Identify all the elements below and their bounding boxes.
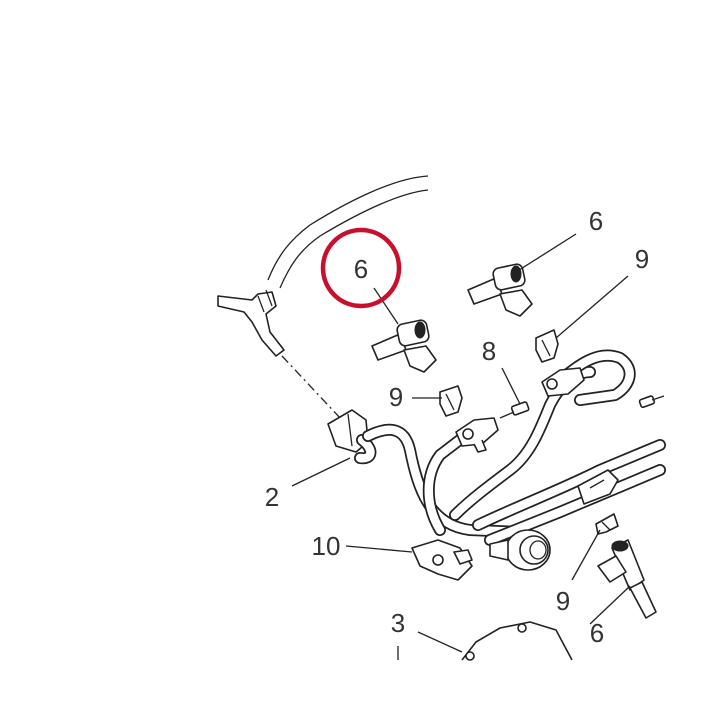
callout-9-mid: 9	[389, 382, 403, 412]
callout-9-bottom: 9	[556, 586, 570, 616]
part-3-base	[397, 621, 573, 661]
injector-bottom-6	[597, 539, 657, 619]
leader-lines	[291, 233, 631, 653]
callout-6-bottom: 6	[590, 618, 604, 648]
pressure-regulator	[489, 529, 551, 571]
part-10-bracket	[411, 539, 473, 581]
assembly-line	[281, 355, 343, 421]
callout-6-highlighted: 6	[354, 254, 368, 284]
clip-mid-9	[439, 385, 463, 417]
clip-bottom-9	[595, 513, 619, 535]
callout-10: 10	[312, 531, 341, 561]
fuel-hose-upper	[267, 175, 429, 289]
injector-highlighted-6	[371, 319, 437, 373]
rail-connector-right	[541, 367, 585, 397]
callout-8: 8	[482, 336, 496, 366]
fuel-rail-hoses	[422, 349, 666, 546]
highlight-ring	[320, 227, 402, 309]
rail-bracket	[577, 469, 619, 505]
bolt-part-8	[499, 401, 530, 419]
t-connector	[217, 289, 285, 357]
callout-3: 3	[391, 608, 405, 638]
injector-top-6	[467, 263, 533, 317]
bolt-right-edge	[638, 395, 665, 409]
callout-6-top: 6	[589, 206, 603, 236]
callout-2: 2	[265, 482, 279, 512]
rail-connector-mid	[455, 417, 499, 453]
hose-part-2	[327, 409, 526, 538]
clip-top-right-9	[535, 329, 559, 363]
callout-9-top-right: 9	[635, 244, 649, 274]
